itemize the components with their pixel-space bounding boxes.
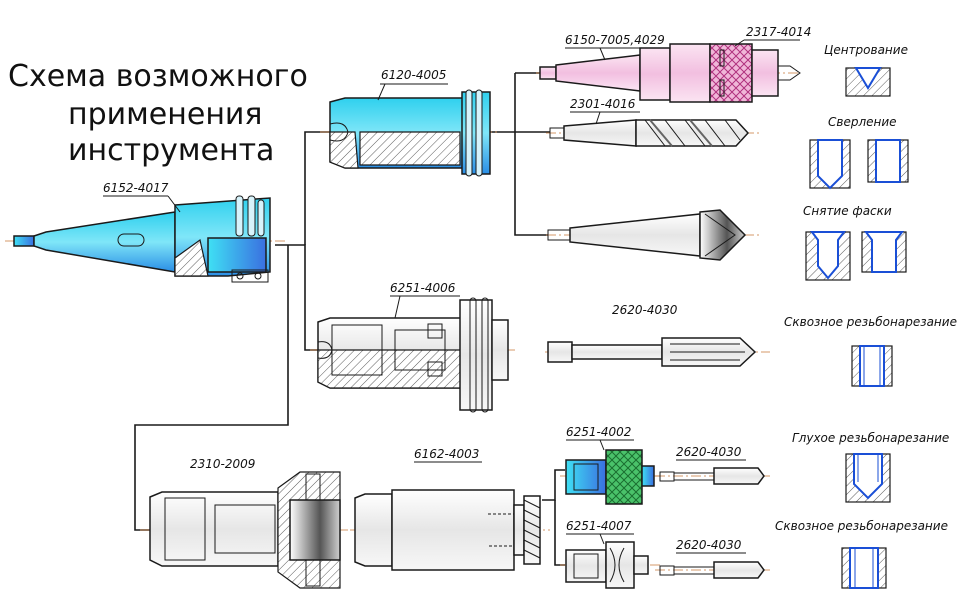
op-label-through-tapping-2: Сквозное резьбонарезание <box>775 519 948 533</box>
label-2620-4030-c: 2620-4030 <box>676 538 742 552</box>
op-sketch-through-tapping-1 <box>851 345 893 387</box>
op-sketch-centering <box>845 67 891 97</box>
operation-labels: Центрование Сверление Снятие фаски Сквоз… <box>775 43 957 533</box>
label-6162-4003: 6162-4003 <box>414 447 479 461</box>
label-2301-4016: 2301-4016 <box>570 97 636 111</box>
title-line-2: применения <box>68 97 263 132</box>
op-label-through-tapping-1: Сквозное резьбонарезание <box>784 315 957 329</box>
op-sketch-through-tapping-2 <box>841 547 887 589</box>
part-6120-4005 <box>320 89 500 177</box>
title-line-3: инструмента <box>68 133 275 168</box>
label-2310-2009: 2310-2009 <box>190 457 255 471</box>
part-6162-4003 <box>350 489 550 571</box>
part-6251-4006 <box>310 297 515 413</box>
part-2317-4014 <box>669 43 801 103</box>
part-6251-4002 <box>560 449 660 505</box>
label-6251-4007: 6251-4007 <box>566 519 632 533</box>
part-labels: 6152-4017 6120-4005 6150-7005,4029 2317-… <box>103 25 811 554</box>
op-label-blind-tapping: Глухое резьбонарезание <box>792 431 949 445</box>
part-2620-4030-c <box>655 561 770 579</box>
op-label-drilling: Сверление <box>828 115 897 129</box>
title-line-1: Схема возможного <box>8 59 308 94</box>
op-label-chamfer: Снятие фаски <box>803 204 892 218</box>
label-2620-4030-a: 2620-4030 <box>612 303 678 317</box>
part-2620-4030-a <box>545 337 770 367</box>
part-6150-7005-4029 <box>536 47 800 101</box>
label-6150-7005-4029: 6150-7005,4029 <box>565 33 665 47</box>
op-sketch-drilling <box>809 139 909 190</box>
part-countersink <box>546 209 760 261</box>
op-label-centering: Центрование <box>824 43 908 57</box>
label-6251-4006: 6251-4006 <box>390 281 456 295</box>
part-6251-4007 <box>560 541 660 589</box>
label-6251-4002: 6251-4002 <box>566 425 631 439</box>
label-6120-4005: 6120-4005 <box>381 68 446 82</box>
part-2301-4016 <box>546 119 760 147</box>
op-sketch-blind-tapping <box>845 453 891 503</box>
part-2310-2009 <box>140 471 350 589</box>
part-2620-4030-b <box>655 467 770 485</box>
label-6152-4017: 6152-4017 <box>103 181 169 195</box>
label-2620-4030-b: 2620-4030 <box>676 445 742 459</box>
part-6152-4017 <box>5 195 285 283</box>
op-sketch-chamfer <box>805 231 907 281</box>
label-2317-4014: 2317-4014 <box>746 25 811 39</box>
